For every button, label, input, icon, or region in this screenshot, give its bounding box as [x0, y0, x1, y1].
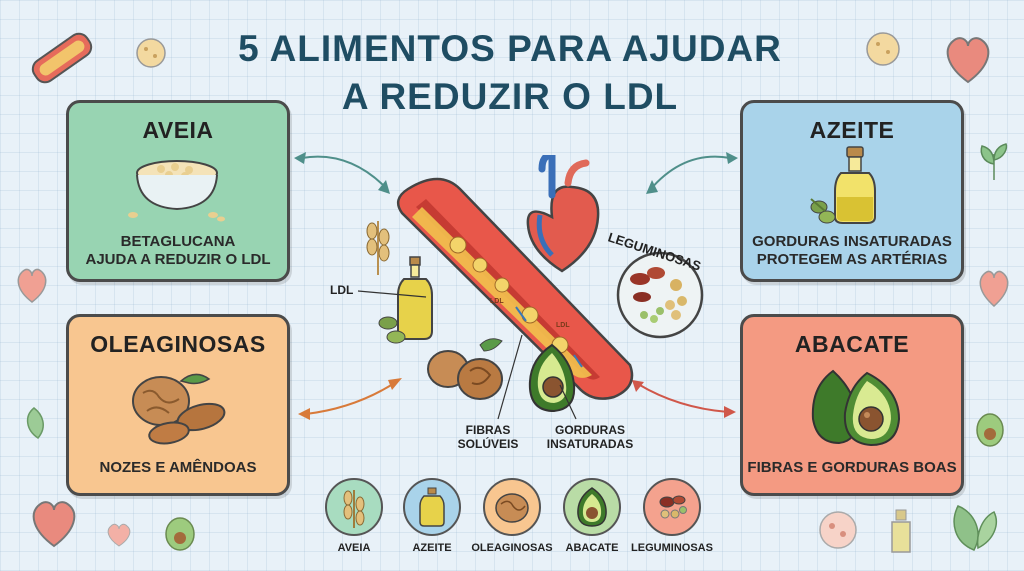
heart-deco-icon [32, 501, 76, 548]
oat-icon [343, 490, 365, 528]
gorduras-label-line-2: INSATURADAS [546, 437, 634, 451]
arrow-oleaginosas [298, 378, 402, 420]
icon-row-label-oleaginosas: OLEAGINOSAS [471, 542, 553, 554]
gorduras-label-line-1: GORDURAS [554, 423, 625, 437]
olive-oil-bottle-icon [810, 146, 876, 224]
fibras-soluveis-label: FIBRAS SOLÚVEIS [448, 423, 528, 451]
card-oleaginosas-title: OLEAGINOSAS [90, 331, 266, 357]
icon-row-beans [643, 478, 701, 536]
avocado-icon [577, 487, 607, 527]
ldl-particle-label: LDL [490, 298, 504, 305]
heart-deco-icon [107, 523, 131, 547]
title-line-1: 5 ALIMENTOS PARA AJUDAR [238, 28, 782, 69]
leaf-deco-icon [980, 143, 1008, 180]
center-illustration: LDL LDL [330, 151, 710, 460]
leaf-deco-icon [26, 407, 44, 439]
icon-row-label-leguminosas: LEGUMINOSAS [631, 542, 713, 554]
icon-row-olive-oil [403, 478, 461, 536]
bottle-deco-icon [891, 509, 911, 553]
artery-illustration: LDL LDL [357, 151, 704, 420]
card-abacate: ABACATE FIBRAS E GORDURAS BOAS [740, 314, 964, 496]
card-azeite-line-2: PROTEGEM AS ARTÉRIAS [756, 251, 948, 268]
card-abacate-line-1: FIBRAS E GORDURAS BOAS [747, 459, 957, 476]
cookie-deco-icon [819, 511, 857, 549]
oat-bowl-icon [128, 160, 225, 222]
arrow-aveia [294, 152, 390, 194]
card-azeite-line-1: GORDURAS INSATURADAS [752, 233, 952, 250]
nuts-icon [132, 373, 226, 445]
arrow-abacate [632, 380, 736, 418]
avocado-deco-icon [165, 517, 195, 551]
icon-row-label-aveia: AVEIA [337, 542, 371, 554]
arrow-azeite [646, 152, 738, 194]
card-aveia-title: AVEIA [142, 117, 214, 143]
card-azeite-title: AZEITE [809, 117, 895, 143]
gorduras-insaturadas-label: GORDURAS INSATURADAS [542, 423, 638, 451]
card-aveia-line-1: BETAGLUCANA [120, 233, 236, 250]
heart-deco-icon [979, 270, 1009, 307]
heart-deco-icon [17, 268, 47, 303]
ldl-particle-label: LDL [556, 322, 570, 329]
title-line-2: A REDUZIR O LDL [341, 76, 679, 117]
olive-oil-icon [419, 487, 445, 527]
heart-deco-icon [946, 37, 990, 84]
icon-row-label-abacate: ABACATE [565, 542, 619, 554]
card-azeite: AZEITE GORDURAS INSATURADAS PROTEGEM AS … [740, 100, 964, 282]
card-abacate-title: ABACATE [794, 331, 910, 357]
card-aveia: AVEIA BETAGLUCANA AJUDA A REDUZIR O LDL [66, 100, 290, 282]
avocado-icon [811, 369, 901, 447]
beans-icon [659, 495, 687, 519]
cookie-deco-icon [136, 38, 166, 68]
fibras-label-line-2: SOLÚVEIS [457, 437, 519, 451]
icon-row-label-azeite: AZEITE [412, 542, 452, 554]
ldl-label: LDL [330, 283, 354, 297]
card-oleaginosas-line-1: NOZES E AMÊNDOAS [99, 459, 257, 476]
card-aveia-line-2: AJUDA A REDUZIR O LDL [85, 251, 271, 268]
fibras-label-line-1: FIBRAS [465, 423, 511, 437]
icon-row-walnut [483, 478, 541, 536]
icon-row-avocado [563, 478, 621, 536]
leaf-deco-icon [953, 505, 998, 551]
artery-deco-icon [31, 32, 93, 84]
cookie-deco-icon [866, 32, 900, 66]
avocado-deco-icon [976, 413, 1004, 447]
card-oleaginosas: OLEAGINOSAS NOZES E AMÊNDOAS [66, 314, 290, 496]
walnut-icon [495, 493, 529, 523]
icon-row-oat [325, 478, 383, 536]
